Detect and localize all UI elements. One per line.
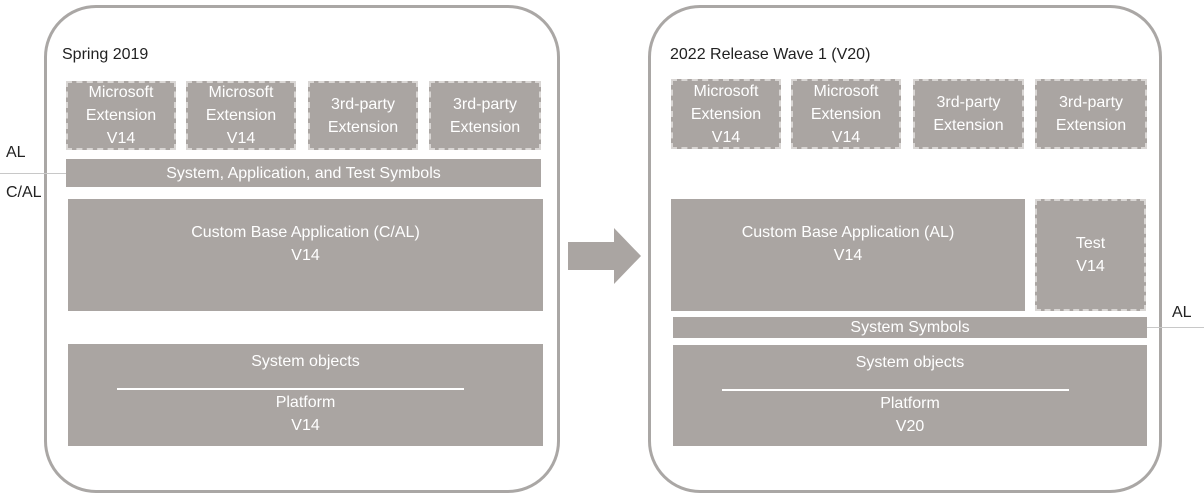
boundary-line-right xyxy=(1147,327,1204,328)
extension-box: Microsoft Extension V14 xyxy=(791,79,901,149)
extension-box: 3rd-party Extension xyxy=(308,81,418,150)
divider xyxy=(722,389,1069,391)
label-al-left: AL xyxy=(6,144,26,161)
extension-box: 3rd-party Extension xyxy=(913,79,1024,149)
right-arrow-icon xyxy=(568,228,641,284)
symbols-bar: System Symbols xyxy=(673,317,1147,338)
symbols-bar: System, Application, and Test Symbols xyxy=(66,159,541,187)
extension-box: Microsoft Extension V14 xyxy=(671,79,781,149)
platform-box: System objects Platform V20 xyxy=(673,345,1147,446)
extension-box: Microsoft Extension V14 xyxy=(186,81,296,150)
extension-box: 3rd-party Extension xyxy=(429,81,541,150)
base-application-box: Custom Base Application (C/AL) V14 xyxy=(68,199,543,311)
base-application-box: Custom Base Application (AL) V14 xyxy=(671,199,1025,311)
platform-box: System objects Platform V14 xyxy=(68,344,543,446)
divider xyxy=(117,388,464,390)
panel-title-right: 2022 Release Wave 1 (V20) xyxy=(670,46,871,63)
boundary-line-left xyxy=(0,173,66,174)
extension-box: Microsoft Extension V14 xyxy=(66,81,176,150)
extension-box: 3rd-party Extension xyxy=(1035,79,1147,149)
test-box: Test V14 xyxy=(1035,199,1146,311)
label-al-right: AL xyxy=(1172,304,1192,321)
panel-title-left: Spring 2019 xyxy=(62,46,149,63)
label-cal-left: C/AL xyxy=(6,184,42,201)
